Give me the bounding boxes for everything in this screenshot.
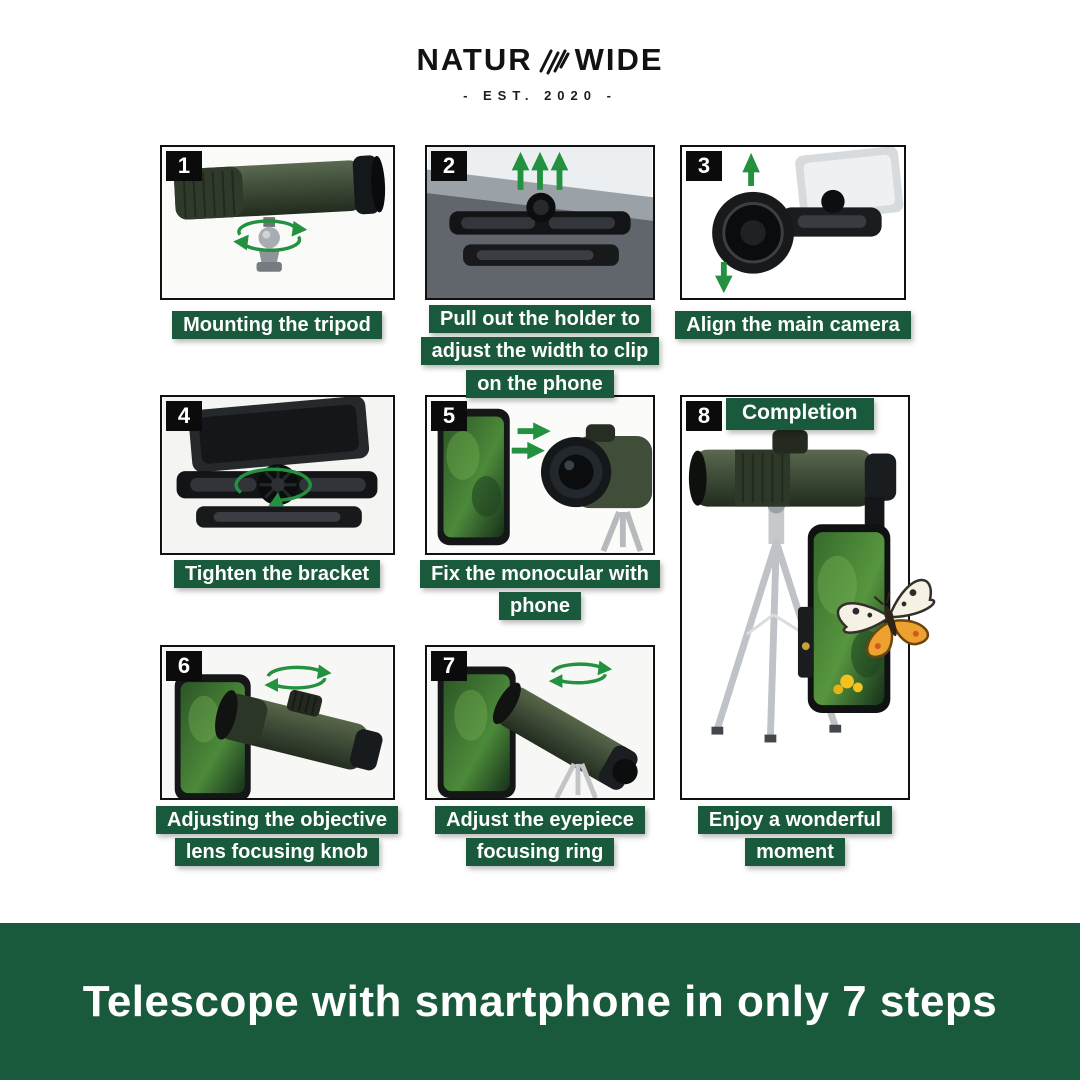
step-panel-4: 4	[160, 395, 395, 555]
brand-logo: NATUR WIDE	[416, 42, 663, 78]
step-number-badge: 4	[166, 401, 202, 431]
rotate-arrow-icon	[234, 467, 312, 507]
adjust-vertical-arrows-icon	[715, 152, 760, 294]
step-number-badge: 2	[431, 151, 467, 181]
step6-caption: Adjusting the objective lens focusing kn…	[127, 804, 427, 869]
rotate-arrow-icon	[548, 660, 613, 688]
phone-side-bracket	[797, 606, 814, 678]
step-panel-3: 3	[680, 145, 906, 300]
brand-name-left: NATUR	[416, 42, 533, 77]
step-number-badge: 7	[431, 651, 467, 681]
down-arrow-icon	[715, 261, 733, 294]
step4-illustration-tighten-bracket	[162, 397, 393, 553]
step-panel-1: 1	[160, 145, 395, 300]
step-panel-2: 2	[425, 145, 655, 300]
step7-caption: Adjust the eyepiece focusing ring	[390, 804, 690, 869]
smartphone	[437, 666, 516, 798]
tripod-legs	[554, 762, 598, 798]
step5-caption: Fix the monocular with phone	[390, 558, 690, 623]
step-number: 6	[177, 653, 191, 678]
step1-caption: Mounting the tripod	[127, 309, 427, 341]
phone-behind	[188, 397, 370, 473]
step8-illustration-completion	[682, 398, 908, 797]
attach-arrows-icon	[511, 422, 551, 460]
step-number: 7	[442, 653, 456, 678]
brand-name-right: WIDE	[574, 42, 664, 77]
monocular-front	[540, 424, 653, 509]
banner-title: Telescope with smartphone in only 7 step…	[82, 976, 998, 1026]
step-panel-7: 7	[425, 645, 655, 800]
right-arrow-icon	[511, 441, 545, 460]
right-arrow-icon	[517, 422, 551, 440]
monocular	[688, 429, 897, 507]
tighten-knob	[257, 464, 299, 506]
step4-caption: Tighten the bracket	[127, 558, 427, 590]
step8-caption: Enjoy a wonderful moment	[645, 804, 945, 869]
step2-caption: Pull out the holder to adjust the width …	[390, 303, 690, 400]
rotate-arrows-icon	[233, 219, 308, 253]
step-number: 1	[177, 153, 191, 178]
step-number-badge: 5	[431, 401, 467, 431]
brand-header: NATUR WIDE - EST. 2020 -	[0, 42, 1080, 103]
step-number: 4	[177, 403, 191, 428]
step-panel-8: 8	[680, 395, 936, 800]
step-number: 8	[697, 403, 711, 428]
monocular	[492, 682, 638, 790]
butterfly-icon	[836, 578, 936, 658]
step-number-badge: 1	[166, 151, 202, 181]
monocular	[215, 689, 383, 771]
step-number: 5	[442, 403, 456, 428]
step-number: 3	[697, 153, 711, 178]
step-number-badge: 8	[686, 401, 722, 431]
tripod-legs	[600, 510, 644, 553]
step-panel-6: 6	[160, 645, 395, 800]
smartphone	[437, 408, 510, 546]
logo-leaf-icon	[539, 49, 570, 75]
bracket	[176, 471, 378, 528]
phone-holder-clamp	[449, 192, 631, 266]
flower	[833, 674, 863, 695]
step-number: 2	[442, 153, 456, 178]
pull-up-arrows-icon	[511, 151, 569, 190]
step6-illustration-objective-knob	[163, 647, 392, 798]
established-text: - EST. 2020 -	[463, 88, 617, 103]
rotate-arrow-icon	[264, 664, 332, 692]
up-arrow-icon	[742, 152, 760, 186]
completion-badge: Completion	[726, 398, 874, 430]
step-number-badge: 3	[686, 151, 722, 181]
camera-clamp	[712, 189, 882, 274]
step3-caption: Align the main camera	[643, 309, 943, 341]
step-number-badge: 6	[166, 651, 202, 681]
bottom-banner: Telescope with smartphone in only 7 step…	[0, 923, 1080, 1080]
step-panel-5: 5	[425, 395, 655, 555]
